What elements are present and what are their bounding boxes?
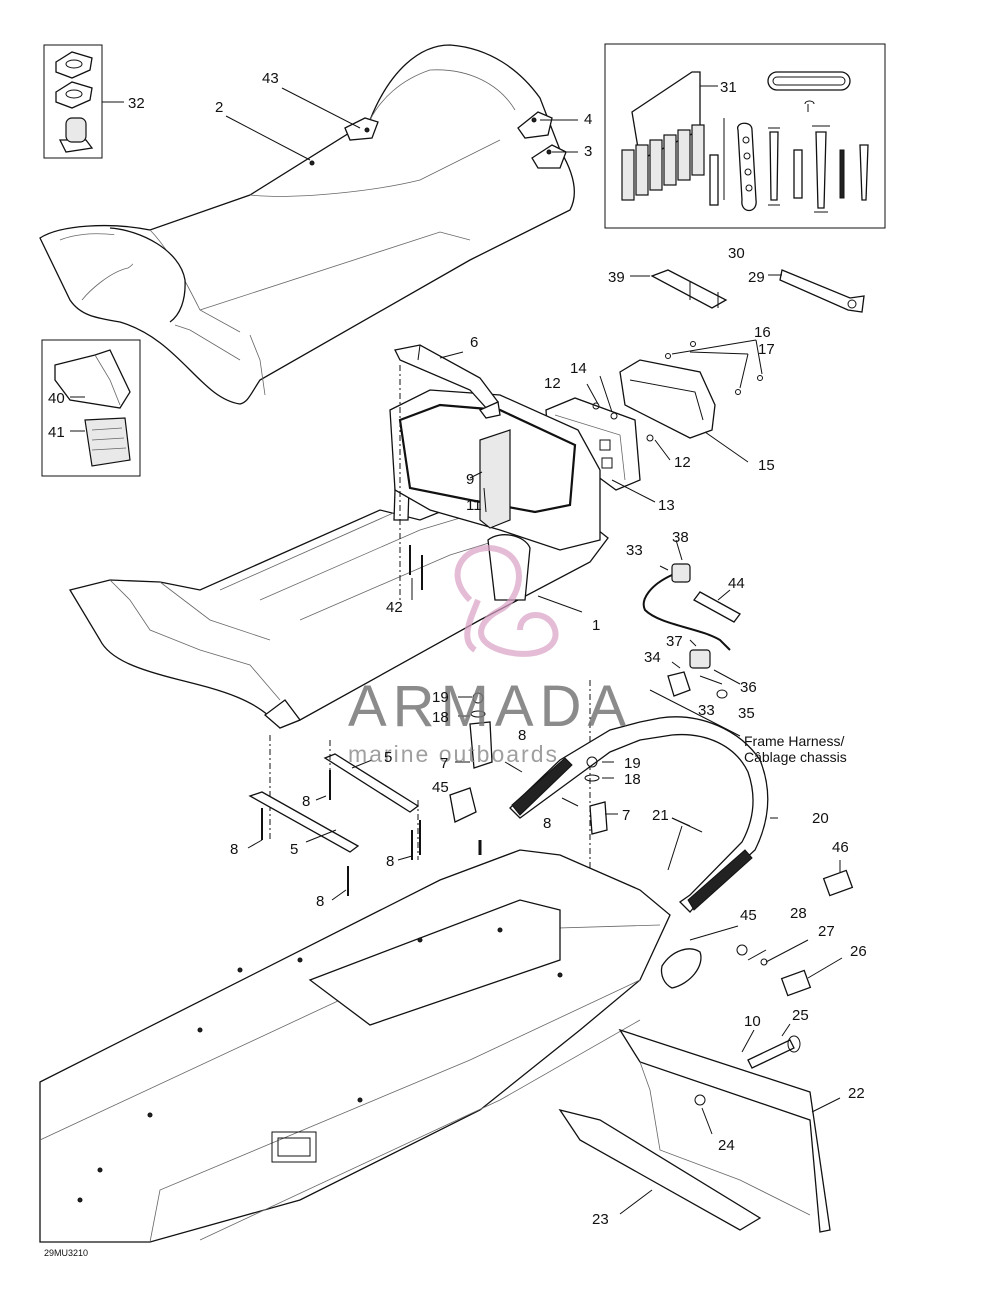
callout-19-left: 19 [432, 689, 449, 706]
callout-25: 25 [792, 1007, 809, 1024]
harness-label-line2: Câblage chassis [744, 749, 847, 765]
tunnel-body [39, 849, 671, 1243]
callout-42: 42 [386, 599, 403, 616]
callout-21: 21 [652, 807, 669, 824]
callout-26: 26 [850, 943, 867, 960]
callout-5-top: 5 [384, 749, 392, 766]
callout-3: 3 [584, 143, 592, 160]
bracket-hardware [247, 740, 421, 901]
callout-8-left-b: 8 [230, 841, 238, 858]
callout-1: 1 [592, 617, 600, 634]
armada-watermark: ARMADA marine outboards [348, 545, 632, 767]
callout-36: 36 [740, 679, 757, 696]
callout-7-right: 7 [622, 807, 630, 824]
callout-31: 31 [720, 79, 737, 96]
callout-17: 17 [758, 341, 775, 358]
callout-39: 39 [608, 269, 625, 286]
callout-23: 23 [592, 1211, 609, 1228]
callout-30: 30 [728, 245, 745, 262]
rear-bumper-handle [449, 692, 778, 915]
parts-39-29 [630, 269, 865, 313]
callout-27: 27 [818, 923, 835, 940]
callout-33-bottom: 33 [698, 702, 715, 719]
callout-38: 38 [672, 529, 689, 546]
snowflap-assembly [558, 860, 854, 1233]
callout-11: 11 [466, 497, 482, 514]
callout-4: 4 [584, 111, 592, 128]
callout-29: 29 [748, 269, 765, 286]
inset-box-30-toolkit [604, 43, 886, 229]
callout-8-mid: 8 [543, 815, 551, 832]
harness-label-line1: Frame Harness/ [744, 733, 844, 749]
callout-37: 37 [666, 633, 683, 650]
callout-8-right-b: 8 [386, 853, 394, 870]
callout-8-left-a: 8 [302, 793, 310, 810]
callout-12-top: 12 [544, 375, 561, 392]
callout-33-top: 33 [626, 542, 643, 559]
callout-8-bottom: 8 [316, 893, 324, 910]
callout-45-bottom: 45 [740, 907, 757, 924]
callout-14: 14 [570, 360, 587, 377]
taillight-wiring [642, 539, 741, 737]
callout-9: 9 [466, 471, 474, 488]
rear-frame-assembly [68, 344, 609, 920]
inset-box-40-41 [41, 339, 141, 477]
callout-41: 41 [48, 424, 65, 441]
callout-labels: 43 2 32 4 3 31 30 39 29 6 16 17 14 12 40… [44, 70, 867, 1258]
callout-18-right: 18 [624, 771, 641, 788]
callout-16: 16 [754, 324, 771, 341]
callout-46: 46 [832, 839, 849, 856]
callout-35: 35 [738, 705, 755, 722]
callout-34: 34 [644, 649, 661, 666]
seat-assembly [39, 44, 575, 405]
callout-8-upper: 8 [518, 727, 526, 744]
callout-12-bottom: 12 [674, 454, 691, 471]
callout-15: 15 [758, 457, 775, 474]
callout-32: 32 [128, 95, 145, 112]
callout-10: 10 [744, 1013, 761, 1030]
callout-6: 6 [470, 334, 478, 351]
callout-28: 28 [790, 905, 807, 922]
callout-40: 40 [48, 390, 65, 407]
inset-box-32 [43, 44, 124, 159]
watermark-tagline: marine outboards [348, 741, 559, 767]
callout-13: 13 [658, 497, 675, 514]
watermark-brand: ARMADA [348, 674, 632, 739]
callout-5-bottom: 5 [290, 841, 298, 858]
callout-44: 44 [728, 575, 745, 592]
callout-24: 24 [718, 1137, 735, 1154]
rear-storage-assembly [545, 339, 763, 503]
callout-7-left: 7 [440, 755, 448, 772]
callout-45-top: 45 [432, 779, 449, 796]
drawing-code: 29MU3210 [44, 1248, 88, 1258]
callout-19-right: 19 [624, 755, 641, 772]
callout-43: 43 [262, 70, 279, 87]
callout-22: 22 [848, 1085, 865, 1102]
callout-18-left: 18 [432, 709, 449, 726]
armada-logo-mark [454, 545, 559, 657]
callout-20: 20 [812, 810, 829, 827]
callout-2: 2 [215, 99, 223, 116]
